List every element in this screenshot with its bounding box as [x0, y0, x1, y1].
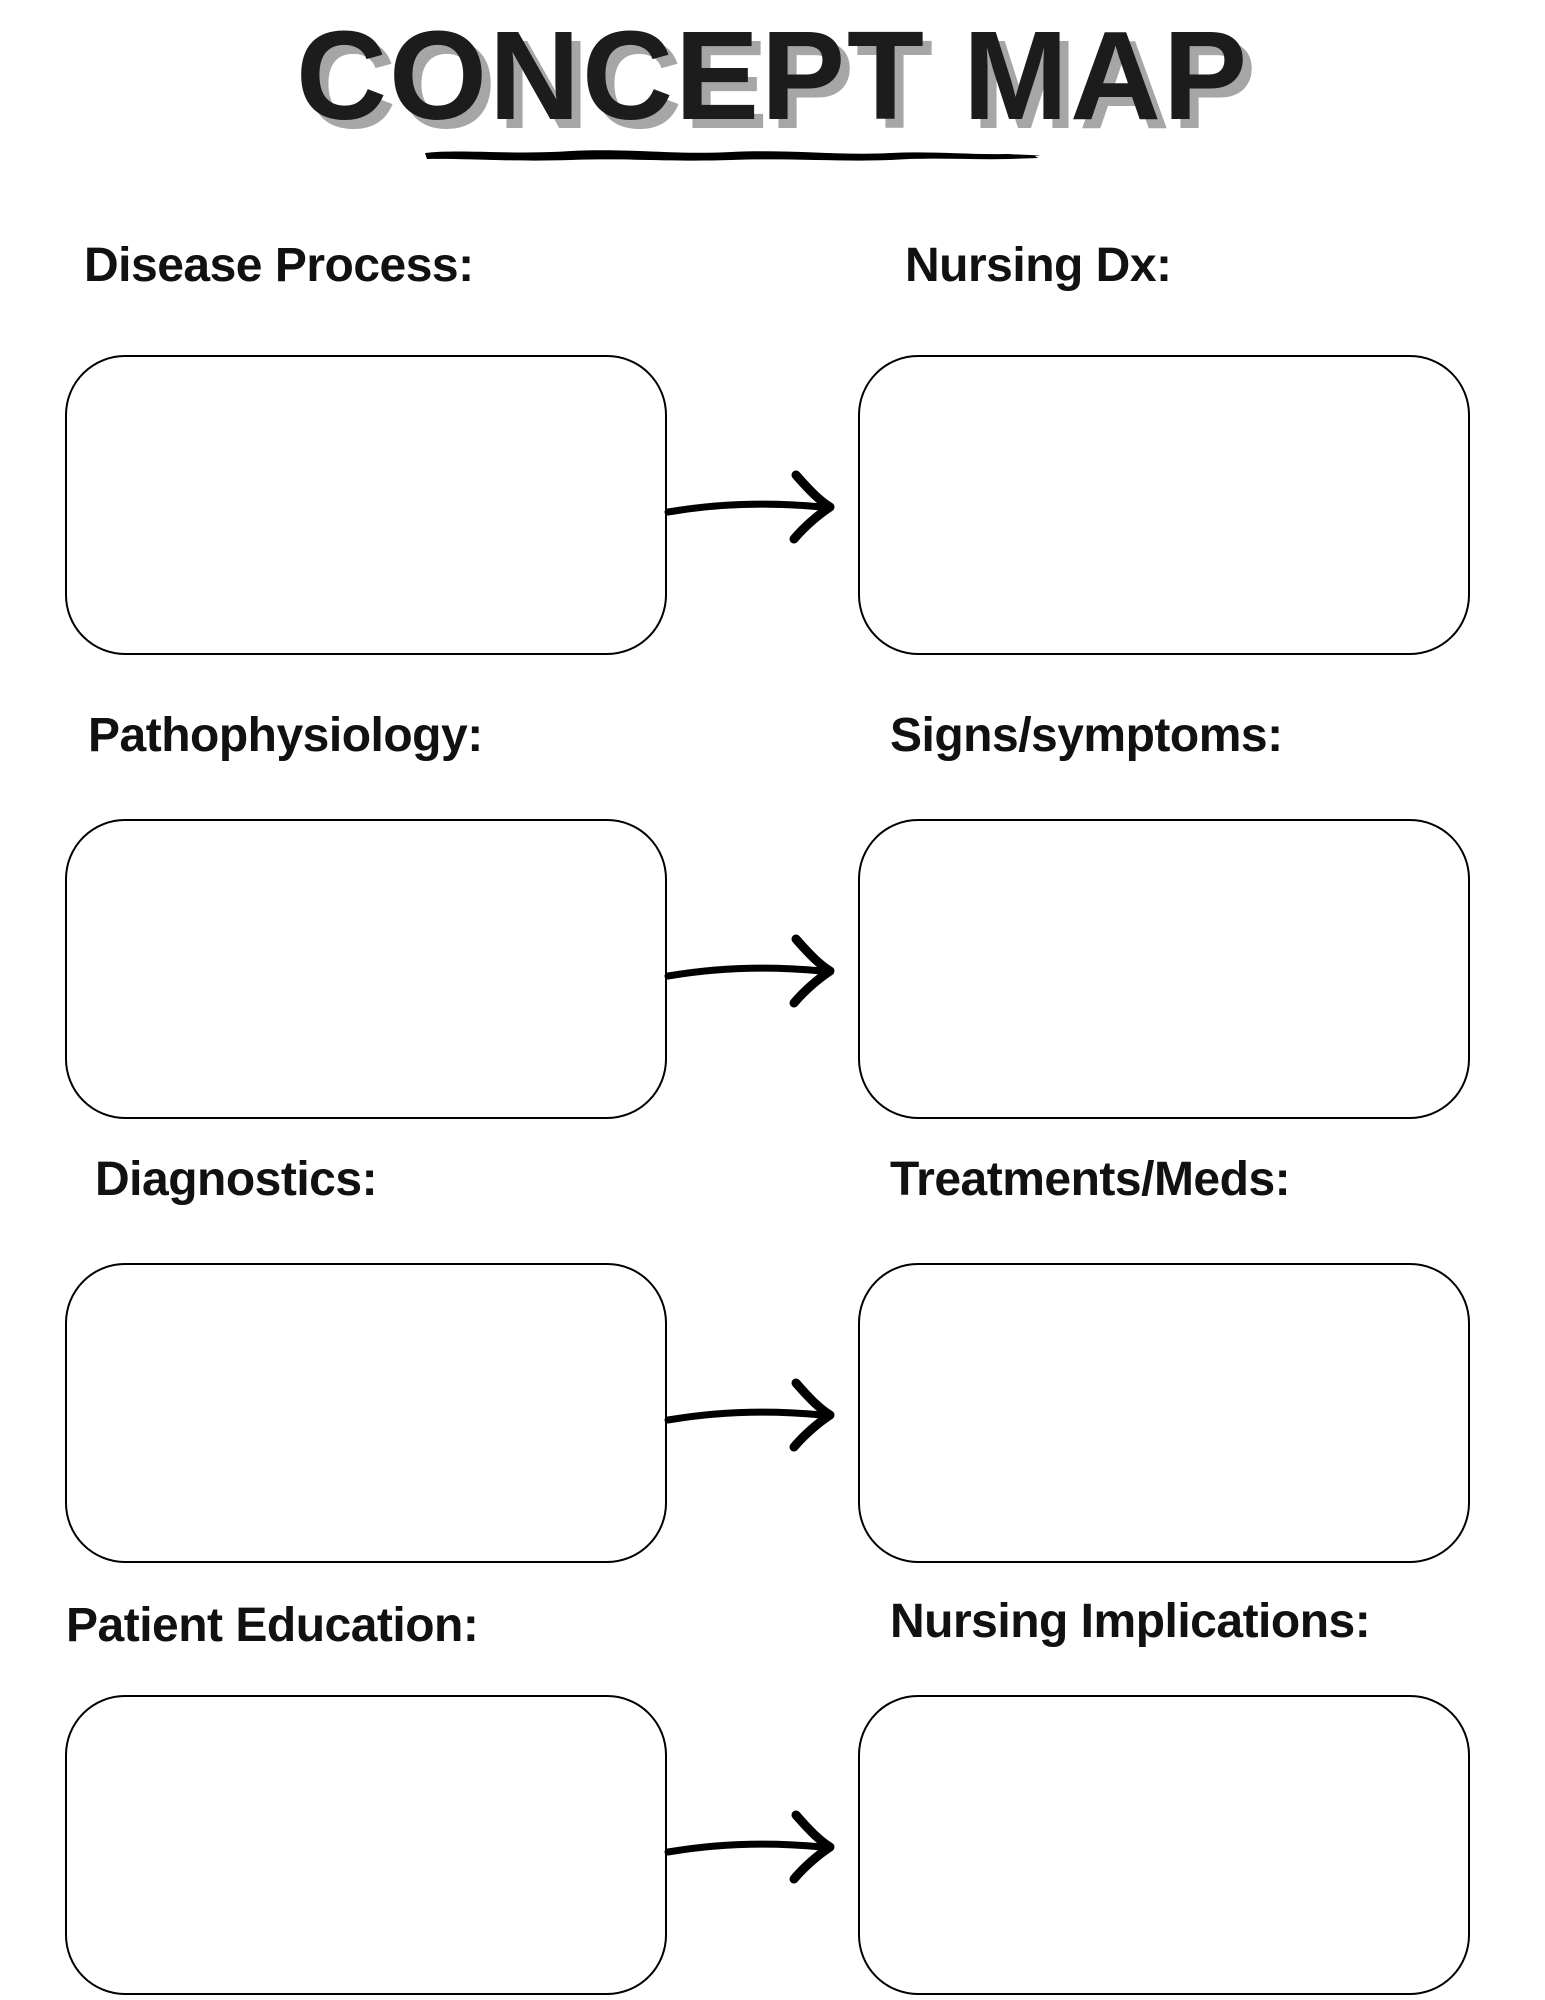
disease-process-box[interactable]	[65, 355, 667, 655]
arrow-right-icon	[664, 470, 835, 544]
patient-education-label: Patient Education:	[66, 1599, 479, 1652]
nursing-implications-box[interactable]	[858, 1695, 1470, 1995]
signs-symptoms-box[interactable]	[858, 819, 1470, 1119]
disease-process-label: Disease Process:	[84, 239, 474, 292]
diagnostics-label: Diagnostics:	[95, 1153, 378, 1206]
patient-education-box[interactable]	[65, 1695, 667, 1995]
arrow-right-icon	[664, 934, 835, 1008]
treatments-meds-box[interactable]	[858, 1263, 1470, 1563]
arrow-right-icon	[664, 1378, 835, 1452]
diagnostics-box[interactable]	[65, 1263, 667, 1563]
arrow-right-icon	[664, 1810, 835, 1884]
nursing-dx-label: Nursing Dx:	[905, 239, 1172, 292]
treatments-meds-label: Treatments/Meds:	[890, 1153, 1291, 1206]
signs-symptoms-label: Signs/symptoms:	[890, 709, 1283, 762]
pathophysiology-box[interactable]	[65, 819, 667, 1119]
brush-stroke-underline	[425, 150, 1041, 161]
pathophysiology-label: Pathophysiology:	[88, 709, 483, 762]
nursing-dx-box[interactable]	[858, 355, 1470, 655]
nursing-implications-label: Nursing Implications:	[890, 1595, 1371, 1648]
page-title: CONCEPT MAP	[295, 5, 1250, 146]
